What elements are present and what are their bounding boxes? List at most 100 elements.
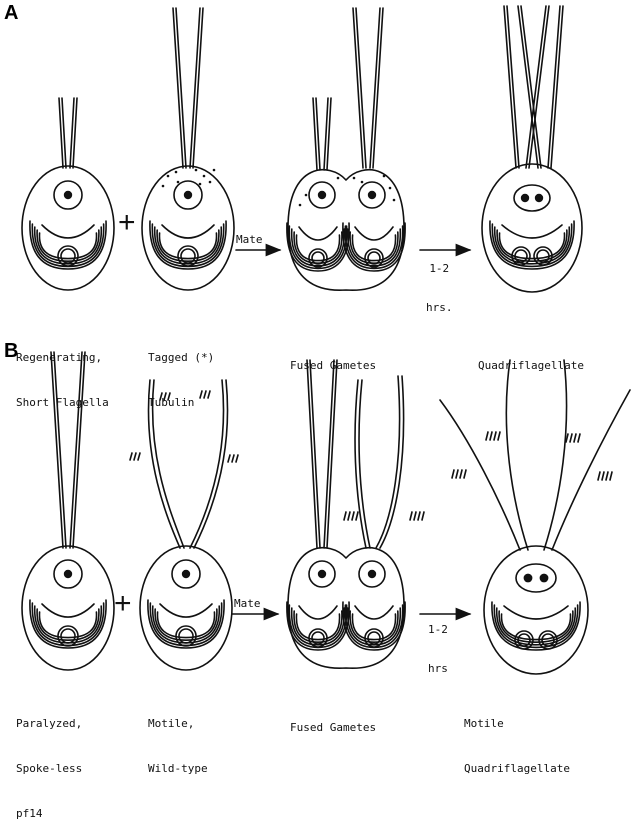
nucleolus bbox=[368, 191, 376, 199]
chloroplast-inner-edge bbox=[42, 604, 94, 617]
chloroplast-band bbox=[294, 232, 342, 263]
spoke-mark bbox=[598, 472, 600, 480]
chloroplast-band bbox=[494, 605, 577, 647]
caption-regenerating-line2: Short Flagella bbox=[16, 395, 109, 410]
pyrenoid bbox=[178, 246, 198, 266]
nucleolus bbox=[524, 574, 533, 583]
nucleolus bbox=[182, 570, 190, 578]
spoke-mark bbox=[464, 470, 466, 478]
spoke-mark bbox=[486, 432, 488, 440]
caption-fused-a-line1: Fused Gametes bbox=[290, 358, 376, 373]
caption-paralyzed-line2: Spoke-less bbox=[16, 761, 82, 776]
tubulin-dot bbox=[353, 177, 356, 180]
nucleus bbox=[309, 182, 335, 208]
tubulin-dot bbox=[175, 171, 178, 174]
caption-fused-b: Fused Gametes bbox=[290, 690, 376, 750]
chloroplast-band bbox=[32, 603, 103, 645]
tubulin-dot bbox=[177, 181, 180, 184]
tubulin-dot bbox=[209, 181, 212, 184]
time-label-b-line2: hrs bbox=[428, 662, 448, 675]
caption-motile-line1: Motile, bbox=[148, 716, 208, 731]
chloroplast bbox=[30, 600, 106, 648]
chloroplast-band bbox=[499, 233, 564, 259]
flagella-pair bbox=[313, 98, 331, 170]
pyrenoid-inner bbox=[368, 252, 380, 264]
spoke-mark bbox=[490, 432, 492, 440]
tubulin-dot bbox=[299, 204, 302, 207]
caption-quad-b: Motile Quadriflagellate bbox=[464, 686, 570, 791]
cell-tagged bbox=[142, 8, 234, 290]
caption-regenerating: Regenerating, Short Flagella bbox=[16, 320, 109, 425]
fused-nucleus bbox=[516, 564, 556, 592]
time-label-b-line1: 1-2 bbox=[428, 623, 448, 636]
pyrenoid bbox=[365, 249, 383, 267]
caption-paralyzed-line3: pf14 bbox=[16, 806, 82, 821]
spoke-mark bbox=[352, 512, 354, 520]
spoke-mark bbox=[494, 432, 496, 440]
flagella-pair bbox=[353, 8, 383, 168]
fused-nucleus bbox=[514, 185, 550, 211]
flagellum-line bbox=[506, 360, 528, 550]
chloroplast bbox=[30, 221, 106, 269]
pyrenoid bbox=[515, 631, 533, 649]
time-label-a: 1-2 hrs. bbox=[426, 236, 453, 327]
panel-a-label: A bbox=[4, 2, 18, 25]
pyrenoid bbox=[534, 247, 552, 265]
tubulin-dot bbox=[195, 169, 198, 172]
pyrenoid bbox=[58, 246, 78, 266]
nucleolus bbox=[368, 570, 376, 578]
chloroplast-band bbox=[157, 612, 214, 638]
chloroplast bbox=[490, 221, 574, 269]
pyrenoid-inner bbox=[312, 252, 324, 264]
spoke-mark bbox=[410, 512, 412, 520]
flagellum-line bbox=[526, 6, 546, 168]
spoke-mark bbox=[232, 455, 234, 462]
spoke-marks bbox=[344, 512, 424, 520]
caption-motile: Motile, Wild-type bbox=[148, 686, 208, 791]
pyrenoid bbox=[539, 631, 557, 649]
spoke-mark bbox=[130, 453, 132, 460]
caption-tagged: Tagged (*) Tubulin bbox=[148, 320, 214, 425]
cell-wall bbox=[22, 166, 114, 290]
flagella-quad bbox=[504, 6, 563, 168]
spoke-mark bbox=[456, 470, 458, 478]
chloroplast bbox=[150, 221, 226, 269]
chloroplast bbox=[287, 602, 349, 650]
caption-tagged-line2: Tubulin bbox=[148, 395, 214, 410]
caption-tagged-line1: Tagged (*) bbox=[148, 350, 214, 365]
spoke-mark bbox=[602, 472, 604, 480]
spoke-mark bbox=[570, 434, 572, 442]
pyrenoid bbox=[309, 249, 327, 267]
spoke-mark bbox=[356, 512, 358, 520]
flagellum-line bbox=[552, 390, 630, 550]
cell-wall bbox=[482, 164, 582, 292]
cell-wall bbox=[22, 546, 114, 670]
chloroplast-band bbox=[350, 232, 398, 263]
pyrenoid bbox=[512, 247, 530, 265]
chloroplast-band bbox=[352, 235, 395, 261]
spoke-mark bbox=[498, 432, 500, 440]
cell-regenerating bbox=[22, 98, 114, 290]
nucleus bbox=[359, 561, 385, 587]
chloroplast-inner-edge bbox=[299, 606, 337, 619]
chloroplast-band bbox=[350, 611, 398, 642]
spoke-mark bbox=[348, 512, 350, 520]
tubulin-dot bbox=[199, 183, 202, 186]
pyrenoid bbox=[58, 626, 78, 646]
spoke-mark bbox=[574, 434, 576, 442]
spoke-mark bbox=[414, 512, 416, 520]
pyrenoid bbox=[176, 626, 196, 646]
flagellum-line bbox=[529, 6, 549, 168]
nucleolus bbox=[521, 194, 529, 202]
nucleolus bbox=[184, 191, 192, 199]
chloroplast-inner-edge bbox=[355, 227, 393, 240]
tubulin-dot bbox=[393, 199, 396, 202]
tubulin-dot bbox=[383, 175, 386, 178]
caption-quad-a-line1: Quadriflagellate bbox=[478, 358, 584, 373]
spoke-mark bbox=[460, 470, 462, 478]
spoke-mark bbox=[422, 512, 424, 520]
plus-sign-b: + bbox=[114, 589, 132, 619]
pyrenoid bbox=[365, 629, 383, 647]
cell-fused-a bbox=[287, 8, 405, 290]
cell-fused-b bbox=[287, 360, 424, 668]
